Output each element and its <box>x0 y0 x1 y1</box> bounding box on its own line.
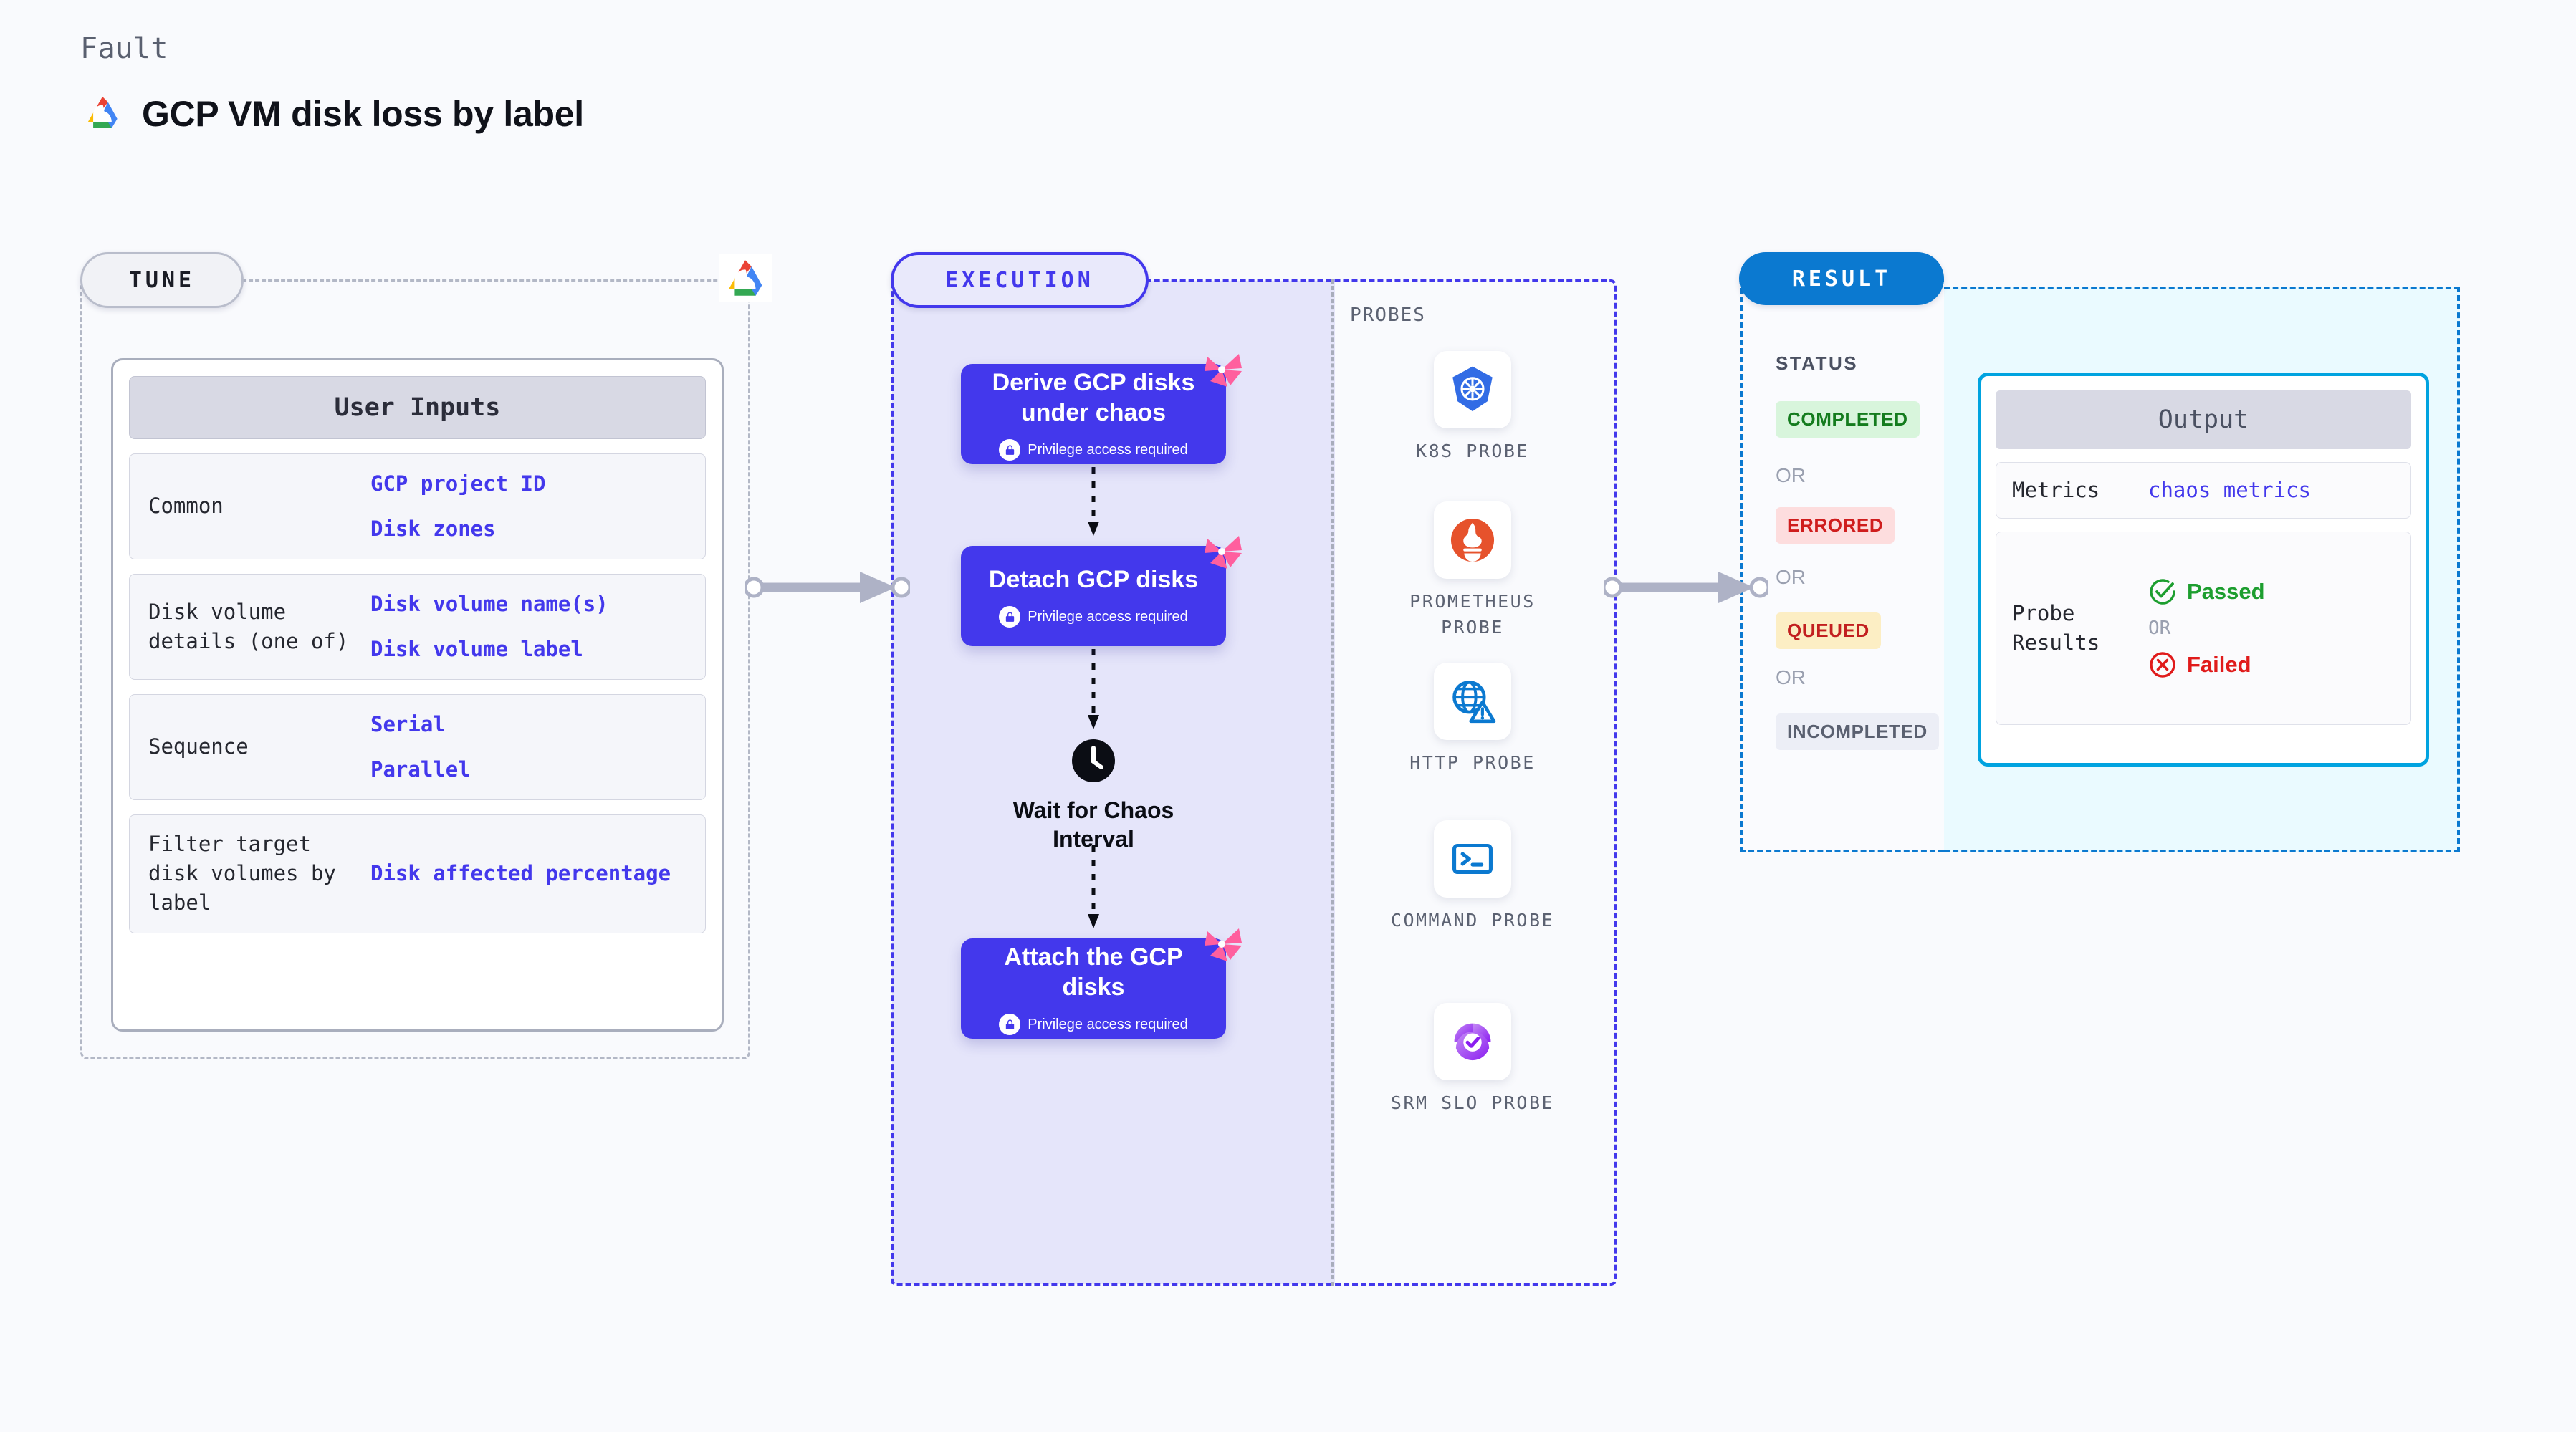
tune-pill[interactable]: TUNE <box>80 252 244 308</box>
probe-result-passed: Passed <box>2148 577 2265 606</box>
probe-result-failed: Failed <box>2148 650 2265 679</box>
output-row-label: Probe Results <box>2012 601 2100 655</box>
probes-title: PROBES <box>1350 304 1426 326</box>
node-privilege-note: Privilege access required <box>999 439 1188 461</box>
connector-node2-to-wait <box>1088 649 1099 729</box>
node-privilege-label: Privilege access required <box>1028 608 1188 625</box>
pinwheel-badge-icon <box>1205 928 1242 961</box>
probe-label: PROMETHEUS PROBE <box>1409 591 1536 638</box>
node-title: Attach the GCP disks <box>1004 943 1183 1001</box>
connector-wait-to-node4 <box>1088 845 1099 928</box>
output-row-probe-results[interactable]: Probe Results Passed OR Failed <box>1996 531 2411 725</box>
probe-k8s[interactable]: K8S PROBE <box>1383 351 1562 464</box>
execution-panel <box>891 279 1617 1286</box>
terminal-icon <box>1434 820 1511 898</box>
probe-result-or: OR <box>2148 617 2171 639</box>
pinwheel-badge-icon <box>1205 354 1242 387</box>
probe-result-failed-label: Failed <box>2187 651 2251 677</box>
clock-icon <box>1072 739 1115 782</box>
input-row-values: Disk volume name(s) Disk volume label <box>370 590 608 664</box>
gcp-cloud-logo-corner <box>719 254 772 302</box>
execution-node-attach-gcp-disks[interactable]: Attach the GCP disks Privilege access re… <box>961 928 1242 1039</box>
status-or-3: OR <box>1776 666 1806 688</box>
execution-pill[interactable]: EXECUTION <box>891 252 1149 308</box>
status-title: STATUS <box>1776 352 1859 374</box>
status-or-2: OR <box>1776 566 1806 588</box>
probe-srm-slo[interactable]: SRM SLO PROBE <box>1383 1003 1562 1116</box>
connector-node1-to-node2 <box>1088 467 1099 536</box>
output-row-metrics[interactable]: Metrics chaos metrics <box>1996 462 2411 519</box>
probe-label: COMMAND PROBE <box>1390 910 1555 931</box>
connector-execution-to-result <box>1604 572 1768 603</box>
status-or-1: OR <box>1776 464 1806 486</box>
page-eyebrow: Fault <box>80 32 168 65</box>
http-globe-icon <box>1434 663 1511 740</box>
input-row-common[interactable]: Common GCP project ID Disk zones <box>129 453 706 559</box>
kubernetes-icon <box>1434 351 1511 428</box>
prometheus-icon <box>1434 501 1511 579</box>
input-row-label: Common <box>148 494 224 519</box>
execution-node-derive-gcp-disks[interactable]: Derive GCP disks under chaos Privilege a… <box>961 354 1242 464</box>
input-value[interactable]: GCP project ID <box>370 471 546 496</box>
result-status-panel <box>1740 279 1944 852</box>
probe-result-passed-label: Passed <box>2187 578 2265 604</box>
probe-label: HTTP PROBE <box>1409 752 1536 773</box>
tune-panel <box>80 279 750 1059</box>
input-row-label: Filter target disk volumes by label <box>148 832 336 916</box>
execution-node-wait-for-chaos-interval[interactable]: Wait for Chaos Interval <box>975 738 1212 854</box>
input-row-filter-target[interactable]: Filter target disk volumes by label Disk… <box>129 814 706 933</box>
page-title-row: GCP VM disk loss by label <box>80 93 584 135</box>
node-title: Detach GCP disks <box>988 565 1199 593</box>
output-title: Output <box>1996 390 2411 449</box>
node-title: Derive GCP disks under chaos <box>992 368 1195 426</box>
lock-icon <box>999 439 1021 461</box>
execution-node-detach-gcp-disks[interactable]: Detach GCP disks Privilege access requir… <box>961 536 1242 646</box>
probes-column <box>1331 279 1617 1286</box>
input-row-disk-volume-details[interactable]: Disk volume details (one of) Disk volume… <box>129 574 706 680</box>
output-metrics-value[interactable]: chaos metrics <box>2148 478 2311 503</box>
x-circle-icon <box>2150 651 2175 678</box>
input-row-values: GCP project ID Disk zones <box>370 469 545 544</box>
lock-icon <box>999 1014 1021 1036</box>
status-badge-completed: COMPLETED <box>1776 401 1920 438</box>
node-title: Wait for Chaos Interval <box>1012 797 1174 852</box>
node-privilege-note: Privilege access required <box>999 606 1188 628</box>
probe-command[interactable]: COMMAND PROBE <box>1383 820 1562 933</box>
check-circle-icon <box>2150 579 2175 605</box>
lock-icon <box>999 606 1021 628</box>
connector-tune-to-execution <box>745 572 910 603</box>
input-row-values: Serial Parallel <box>370 710 471 784</box>
node-privilege-label: Privilege access required <box>1028 441 1188 458</box>
output-row-label: Metrics <box>2012 478 2100 502</box>
input-value[interactable]: Parallel <box>370 757 471 782</box>
input-value[interactable]: Serial <box>370 711 446 736</box>
input-value[interactable]: Disk affected percentage <box>370 861 671 886</box>
srm-slo-icon <box>1434 1003 1511 1080</box>
user-inputs-title: User Inputs <box>129 376 706 439</box>
probe-prometheus[interactable]: PROMETHEUS PROBE <box>1383 501 1562 640</box>
pinwheel-badge-icon <box>1205 536 1242 569</box>
node-privilege-note: Privilege access required <box>999 1014 1188 1036</box>
input-row-values: Disk affected percentage <box>370 859 671 888</box>
user-inputs-card: User Inputs Common GCP project ID Disk z… <box>111 358 724 1032</box>
probe-http[interactable]: HTTP PROBE <box>1383 663 1562 776</box>
status-badge-queued: QUEUED <box>1776 612 1881 649</box>
node-privilege-label: Privilege access required <box>1028 1016 1188 1032</box>
input-row-label: Disk volume details (one of) <box>148 599 349 653</box>
page-title: GCP VM disk loss by label <box>142 94 584 134</box>
output-card: Output Metrics chaos metrics Probe Resul… <box>1978 373 2429 767</box>
input-row-sequence[interactable]: Sequence Serial Parallel <box>129 694 706 800</box>
status-badge-errored: ERRORED <box>1776 507 1895 544</box>
input-row-label: Sequence <box>148 734 249 759</box>
gcp-cloud-logo <box>80 94 125 134</box>
result-pill[interactable]: RESULT <box>1739 252 1944 305</box>
status-badge-incompleted: INCOMPLETED <box>1776 713 1939 750</box>
probe-label: SRM SLO PROBE <box>1390 1092 1555 1113</box>
input-value[interactable]: Disk volume name(s) <box>370 591 608 616</box>
input-value[interactable]: Disk zones <box>370 516 496 541</box>
probe-result-options: Passed OR Failed <box>2148 577 2265 679</box>
probe-label: K8S PROBE <box>1416 441 1529 461</box>
input-value[interactable]: Disk volume label <box>370 637 583 661</box>
